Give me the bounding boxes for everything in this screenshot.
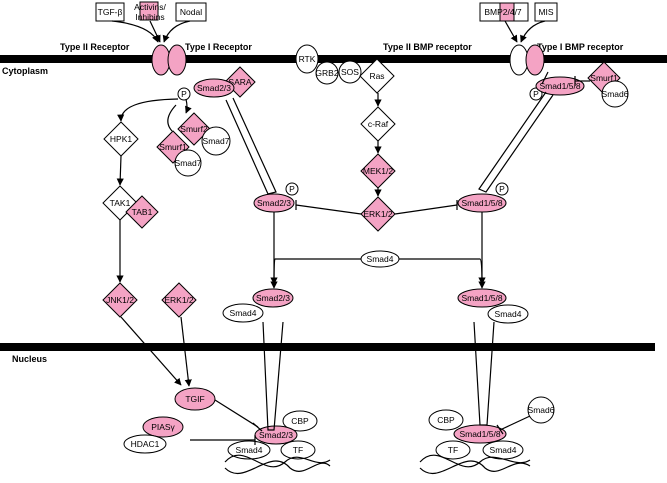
type2-receptor-label: Type II Receptor [60,42,130,52]
piasy-label: PIASγ [151,422,175,432]
phospho-smad23: P [289,184,295,194]
smad23-nuc-label: Smad2/3 [259,430,293,440]
nuclear-membrane [0,343,655,351]
grb2-label: GRB2 [315,68,338,78]
smad158-top-label: Smad1/5/8 [539,81,580,91]
jnk12-label: JNK1/2 [106,295,134,305]
smad6-nuc-label: Smad6 [528,405,555,415]
type1-bmp-receptor-right [525,44,545,76]
sos-node [338,60,362,84]
hpk1-label: HPK1 [110,134,132,144]
erk12-mid-label: ERK1/2 [363,209,393,219]
ras-node [359,58,395,94]
smad4-nuc-left-label: Smad4 [236,445,263,455]
piasy-node [142,416,184,438]
inhibins-ligand: Inhibins [135,12,164,22]
phospho-left: P [181,89,187,99]
smurf1-right-label: Smurf1 [590,73,618,83]
rtk-label: RTK [299,54,316,64]
cbp-left-node [282,410,318,432]
cbp-right-label: CBP [437,415,455,425]
erk12-left-label: ERK1/2 [164,295,194,305]
smad7-b-label: Smad7 [175,158,202,168]
smad23-top-node [193,78,235,98]
smad7-a-label: Smad7 [203,136,230,146]
smad158-mid-label: Smad1/5/8 [461,198,502,208]
phospho-right: P [533,89,539,99]
smad23-low-node [252,288,294,308]
smad23-top-label: Smad2/3 [197,83,231,93]
tgfb-ligand: TGF-β [98,7,123,17]
mis-ligand: MIS [538,7,553,17]
tab1-label: TAB1 [132,207,153,217]
tgif-label: TGIF [185,394,204,404]
cbp-right-node [428,409,464,431]
erk12-mid-node [360,196,396,232]
tf-right-node [435,440,471,460]
type2-bmp-receptor-right [509,44,529,76]
type1-receptor-left [167,44,187,76]
cytoplasm-label: Cytoplasm [2,66,48,76]
activins-ligand: Activins/ [134,2,166,12]
tak1-label: TAK1 [110,198,131,208]
smurf1-left-label: Smurf1 [159,142,187,152]
tf-left-node [280,440,316,460]
smad158-nuc-label: Smad1/5/8 [459,429,500,439]
tgif-node [174,387,216,411]
smad6-nuc-node [527,396,555,424]
jnk12-node [102,282,138,318]
phospho-smad158: P [499,184,505,194]
smad158-top-node [535,76,585,96]
cbp-left-label: CBP [291,416,309,426]
nodal-ligand: Nodal [180,7,202,17]
smad6-top-node [601,80,629,108]
mis-ligand-box [534,2,558,22]
tgfb-ligand-box [95,2,125,22]
erk12-left-node [161,282,197,318]
smad158-low-label: Smad1/5/8 [461,293,502,303]
smad23-low-label: Smad2/3 [256,293,290,303]
smad4-low-right-node [487,304,529,324]
nucleus-label: Nucleus [12,354,47,364]
smad158-low-node [457,288,507,308]
tf-right-label: TF [448,445,458,455]
bmp-ligand: BMP2/4/7 [484,7,522,17]
ras-label: Ras [369,71,384,81]
tf-left-label: TF [293,445,303,455]
cell-membrane [0,55,667,63]
bmp-ligand-box-c [513,2,529,22]
smad4-low-left-label: Smad4 [230,308,257,318]
smad7-a-node [201,126,231,156]
tab1-node [125,195,159,229]
craf-label: c-Raf [368,119,389,129]
type2-receptor-left [151,44,171,76]
smurf2-label: Smurf2 [180,124,208,134]
nodal-ligand-box [175,2,207,22]
hdac1-node [123,434,167,454]
smad23-mid-label: Smad2/3 [257,198,291,208]
type2-bmp-receptor-label: Type II BMP receptor [383,42,472,52]
rtk-node [295,44,319,74]
activins-ligand-box [139,1,159,21]
smad4-nuc-left-node [227,440,271,460]
smad6-top-label: Smad6 [602,89,629,99]
smad4-low-left-node [222,303,264,323]
type1-receptor-label: Type I Receptor [185,42,252,52]
grb2-node [315,61,339,85]
type1-bmp-receptor-label: Type I BMP receptor [537,42,624,52]
hdac1-label: HDAC1 [131,439,160,449]
smurf2-node [177,112,211,146]
smad4-nuc-right-label: Smad4 [490,445,517,455]
mek12-label: MEK1/2 [363,166,394,176]
smad4-mid-label: Smad4 [367,254,394,264]
smad7-b-node [174,149,202,177]
sara-label: SARA [228,77,251,87]
sos-label: SOS [341,67,359,77]
smad4-low-right-label: Smad4 [495,309,522,319]
